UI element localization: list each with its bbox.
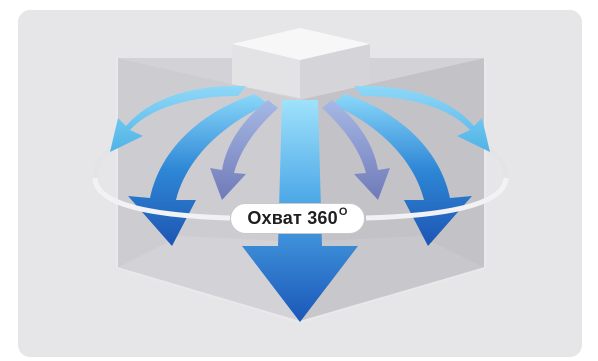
airflow-arrow-icon — [210, 100, 278, 200]
airflow-arrow-icon — [332, 94, 472, 246]
airflow-arrow-icon — [128, 94, 268, 246]
coverage-label-text: Охват 360 — [247, 208, 338, 228]
degree-mark: O — [338, 205, 348, 218]
coverage-ring-front — [92, 177, 509, 221]
ceiling-cassette-unit-icon — [232, 28, 370, 98]
airflow-arrow-icon — [110, 85, 246, 152]
airflow-arrow-icon — [322, 100, 390, 200]
airflow-arrow-icon — [354, 85, 490, 152]
